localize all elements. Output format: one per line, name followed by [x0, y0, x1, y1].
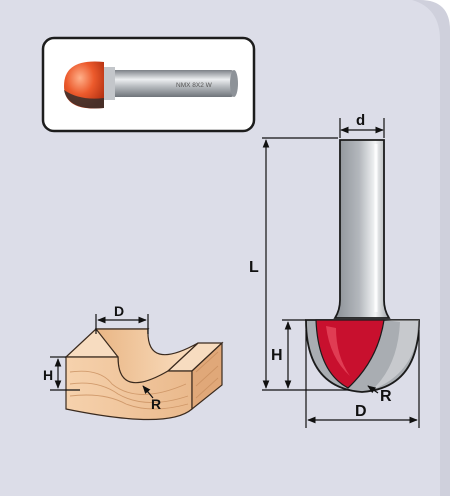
cutting-edge-highlight [326, 326, 350, 376]
cutter-shading [372, 320, 419, 390]
router-bit-drawing [305, 139, 420, 393]
label-d: d [356, 112, 365, 129]
label-D: D [355, 403, 367, 420]
label-H: H [271, 347, 283, 364]
workpiece-drawing [64, 328, 224, 421]
photo-collar [103, 67, 115, 100]
photo-shank [110, 70, 234, 97]
bit-shank [333, 139, 391, 319]
photo-shank-end [230, 70, 238, 97]
dim-leader-groove-R [142, 385, 154, 399]
panel-edge-shadow [412, 0, 450, 496]
bit-dimensions [262, 118, 420, 428]
label-L: L [249, 259, 259, 276]
wood-grain [69, 351, 219, 410]
label-groove-D: D [114, 303, 124, 319]
product-photo: NMX 8X2 W [41, 36, 256, 133]
photo-cutter-shadow [64, 90, 104, 109]
label-groove-H: H [43, 367, 53, 383]
label-groove-R: R [151, 396, 161, 412]
dim-leader-R [367, 385, 379, 394]
shank-marking-text: NMX 8X2 W [176, 82, 213, 89]
workpiece-dimensions [50, 314, 154, 399]
label-R: R [380, 388, 392, 405]
